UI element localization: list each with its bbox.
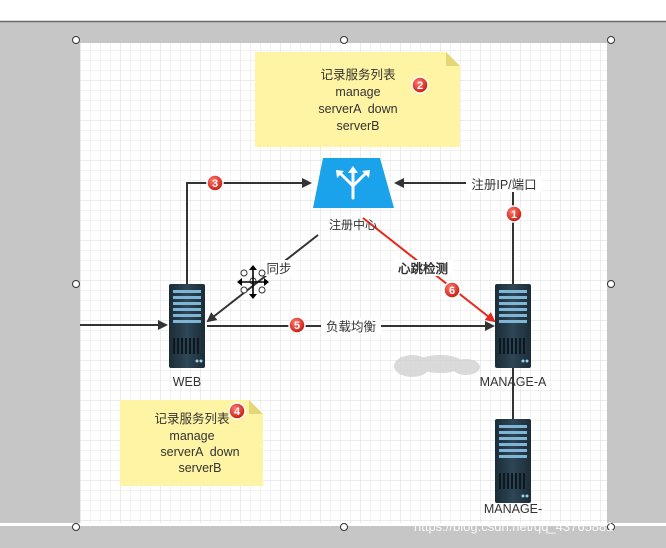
edge-sync[interactable]: [206, 234, 319, 323]
step-badge: 5: [288, 316, 306, 334]
note-bottom-line: serverB: [178, 461, 221, 475]
registry-node[interactable]: 注册中心: [313, 158, 394, 232]
edge-label-load-balance: 负载均衡: [326, 320, 376, 334]
server-manage-b[interactable]: MANAGE-: [484, 419, 542, 516]
note-bottom[interactable]: 记录服务列表 manage serverA down serverB: [120, 400, 263, 486]
svg-text:2: 2: [417, 80, 423, 92]
edge-label-register: 注册IP/端口: [471, 177, 536, 192]
note-bottom-line: serverA down: [160, 445, 239, 459]
step-badge: 4: [228, 402, 246, 420]
server-web[interactable]: WEB: [169, 284, 205, 389]
server-manage-a[interactable]: MANAGE-A: [480, 284, 547, 389]
note-top-line: manage: [335, 85, 380, 99]
step-badge: 6: [443, 281, 461, 299]
server-icon: [495, 284, 531, 368]
edge-label-sync: 同步: [266, 262, 291, 276]
watermark: https://blog.csdn.net/qq_43765881: [414, 519, 614, 534]
edge-label-heartbeat: 心跳检测: [398, 261, 448, 276]
edge-web-to-registry[interactable]: [186, 178, 312, 290]
note-top[interactable]: 记录服务列表 manage serverA down serverB: [255, 52, 460, 147]
toolbar-strip: [0, 0, 666, 22]
server-web-label: WEB: [173, 375, 201, 389]
note-top-line: 记录服务列表: [320, 67, 396, 82]
server-icon: [495, 419, 531, 503]
note-top-line: serverA down: [318, 102, 397, 116]
svg-text:6: 6: [449, 285, 455, 297]
svg-text:1: 1: [511, 209, 517, 221]
move-cursor-icon[interactable]: [237, 265, 269, 299]
selection-handles[interactable]: [72, 36, 615, 531]
server-icon: [169, 284, 205, 368]
svg-text:5: 5: [294, 320, 300, 332]
registry-label: 注册中心: [329, 217, 377, 232]
server-manage-a-label: MANAGE-A: [480, 375, 547, 389]
step-badge: 3: [206, 174, 224, 192]
blurred-region: [394, 355, 480, 377]
step-badge: 2: [411, 76, 429, 94]
server-manage-b-label: MANAGE-: [484, 502, 542, 516]
note-bottom-line: 记录服务列表: [154, 411, 230, 426]
note-top-line: serverB: [336, 119, 379, 133]
svg-text:3: 3: [212, 178, 218, 190]
svg-text:4: 4: [234, 406, 241, 418]
note-bottom-line: manage: [169, 429, 214, 443]
step-badge: 1: [505, 205, 523, 223]
